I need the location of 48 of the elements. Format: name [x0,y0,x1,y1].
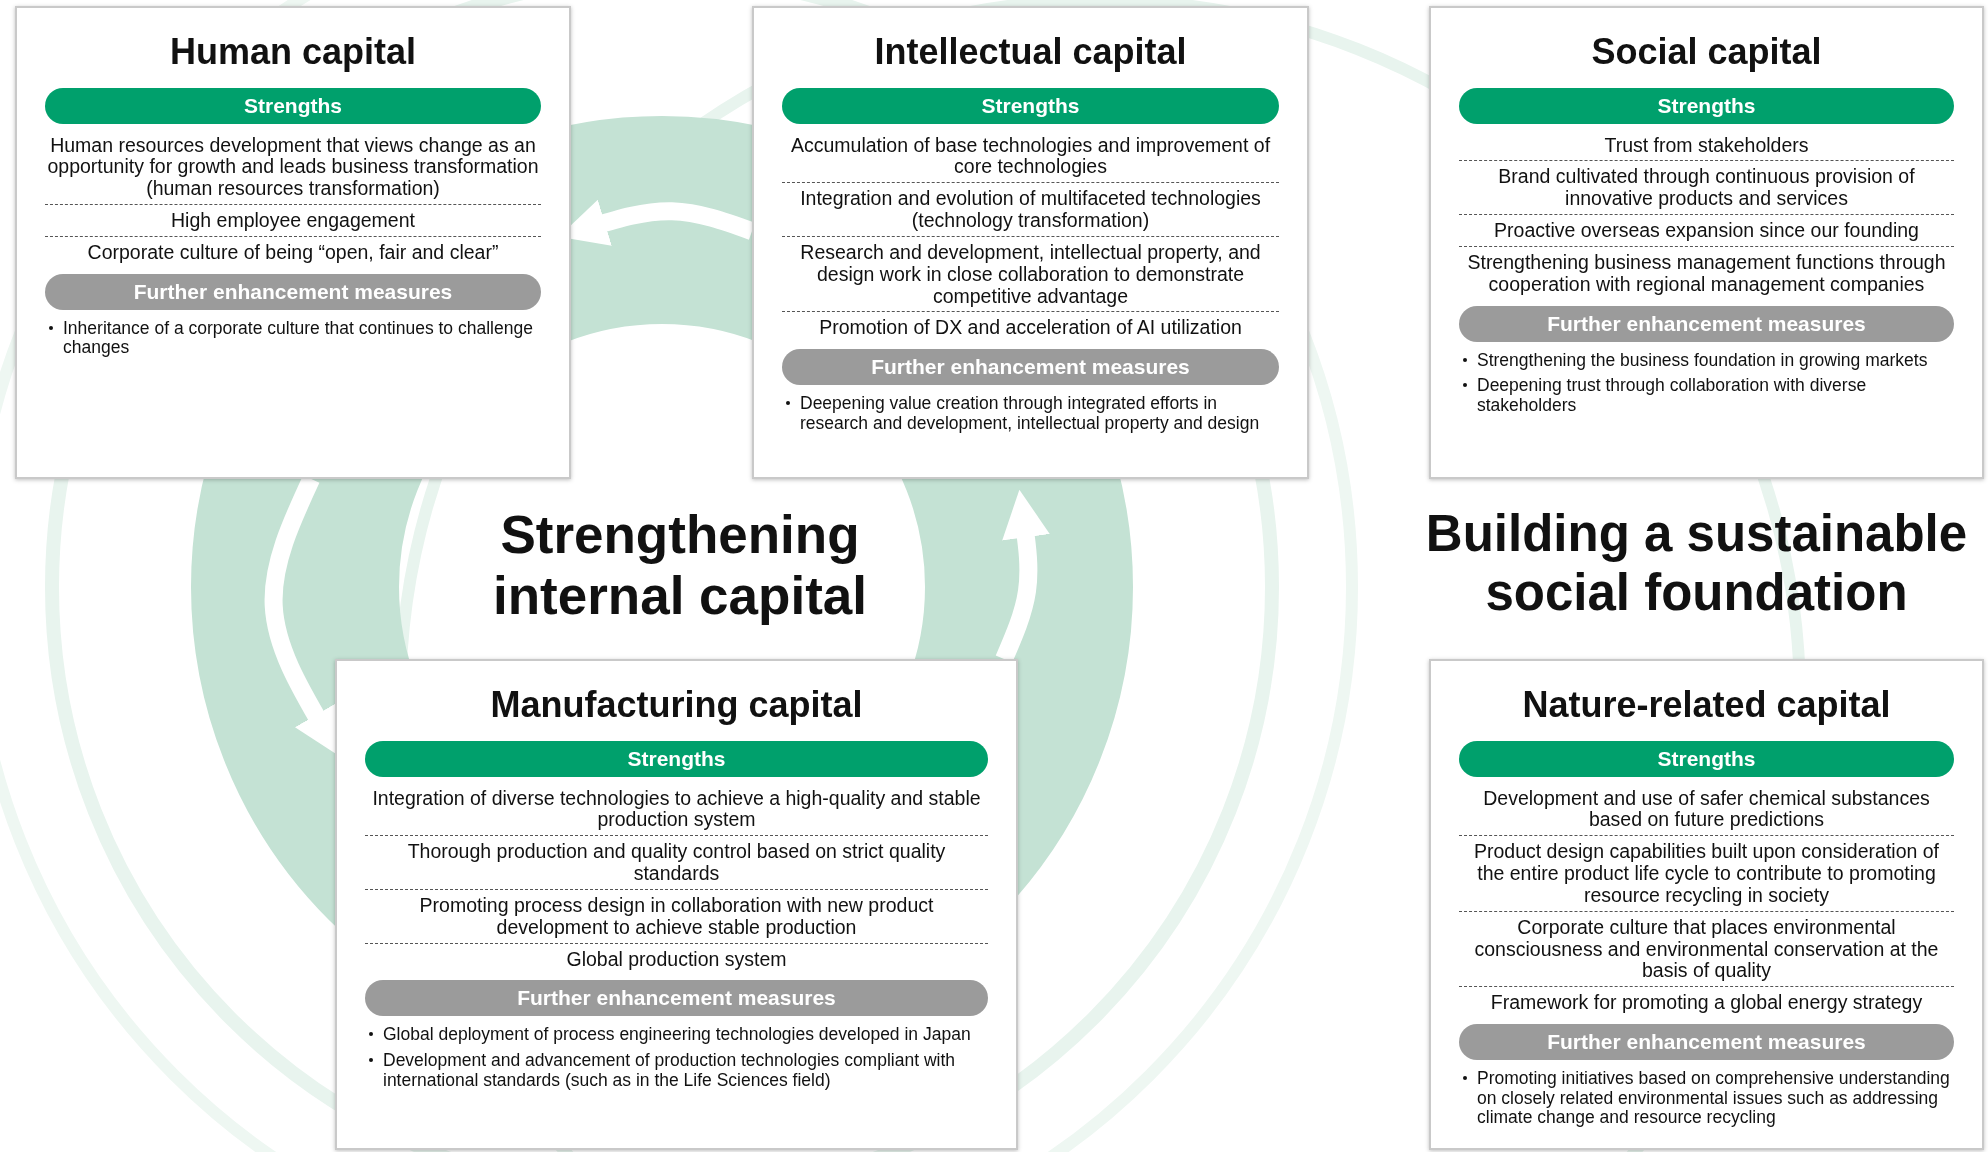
capital-card [1429,659,1984,1150]
strength-item: Promoting process design in collaboration with new product development to achieve stable production [365,888,988,943]
strength-item: Thorough production and quality control based on strict quality standards [365,835,988,889]
strength-item: Strengthening business management functions through cooperation with regional management companies [1459,245,1954,300]
section-heading: Strengthening internal capital [491,505,869,627]
capital-card [752,6,1309,479]
strengths-header: Strengths [365,740,988,777]
card-title: Human capital [168,32,418,72]
strength-item: High employee engagement [45,204,541,236]
strengths-header: Strengths [1459,87,1954,124]
capital-card [335,659,1018,1150]
strength-item: Development and use of safer chemical substances based on future predictions [1482,785,1931,833]
measures-header: Further enhancement measures [1459,1024,1954,1061]
strength-item: Trust from stakeholders [1603,132,1810,158]
measure-item: Strengthening the business foundation in growing markets [1459,347,1954,374]
capital-card [15,6,571,479]
measures-header: Further enhancement measures [1459,305,1954,342]
strength-item: Human resources development that views change as an opportunity for growth and leads business transformation (human resources transformation) [46,132,540,202]
section-heading: Building a sustainable social foundation [1424,505,1969,623]
measures-header: Further enhancement measures [365,980,988,1017]
strength-item: Brand cultivated through continuous provision of innovative products and services [1459,160,1954,215]
strengths-header: Strengths [1459,740,1954,777]
strengths-header: Strengths [45,87,541,124]
capital-card [1429,6,1984,479]
strength-item: Integration and evolution of multifaceted technologies (technology transformation) [782,182,1279,236]
card-title: Nature-related capital [1521,685,1892,725]
strength-item: Proactive overseas expansion since our founding [1459,214,1954,246]
strength-item: Corporate culture that places environmental consciousness and environmental conservation at the basis of quality [1459,910,1954,987]
card-title: Manufacturing capital [489,685,864,725]
measures-header: Further enhancement measures [45,273,541,310]
strength-item: Accumulation of base technologies and improvement of core technologies [789,132,1272,180]
measures-header: Further enhancement measures [782,349,1279,386]
measure-item: Deepening value creation through integrated efforts in research and development, intellectual property and design [782,391,1279,437]
strength-item: Framework for promoting a global energy strategy [1459,986,1954,1019]
measure-item: Global deployment of process engineering technologies developed in Japan [365,1022,988,1048]
measure-item: Promoting initiatives based on comprehensive understanding on closely related environmental issues such as addressing climate change and resource recycling [1459,1066,1954,1131]
measure-item: Development and advancement of production technologies compliant with international standards (such as in the Life Sciences field) [365,1048,988,1094]
strength-item: Product design capabilities built upon consideration of the entire product life cycle to contribute to promoting resource recycling in society [1459,835,1954,911]
strength-item: Global production system [365,942,988,975]
card-title: Intellectual capital [873,32,1188,72]
strength-item: Promotion of DX and acceleration of AI utilization [782,311,1279,344]
strength-item: Integration of diverse technologies to achieve a high-quality and stable production system [371,785,982,833]
measure-item: Deepening trust through collaboration with diverse stakeholders [1459,373,1954,419]
measure-item: Inheritance of a corporate culture that continues to challenge changes [45,315,541,361]
strength-item: Corporate culture of being “open, fair and clear” [45,235,541,268]
strengths-header: Strengths [782,87,1279,124]
strength-item: Research and development, intellectual property, and design work in close collaboration to demonstrate competitive advantage [782,235,1279,312]
card-title: Social capital [1590,32,1823,72]
